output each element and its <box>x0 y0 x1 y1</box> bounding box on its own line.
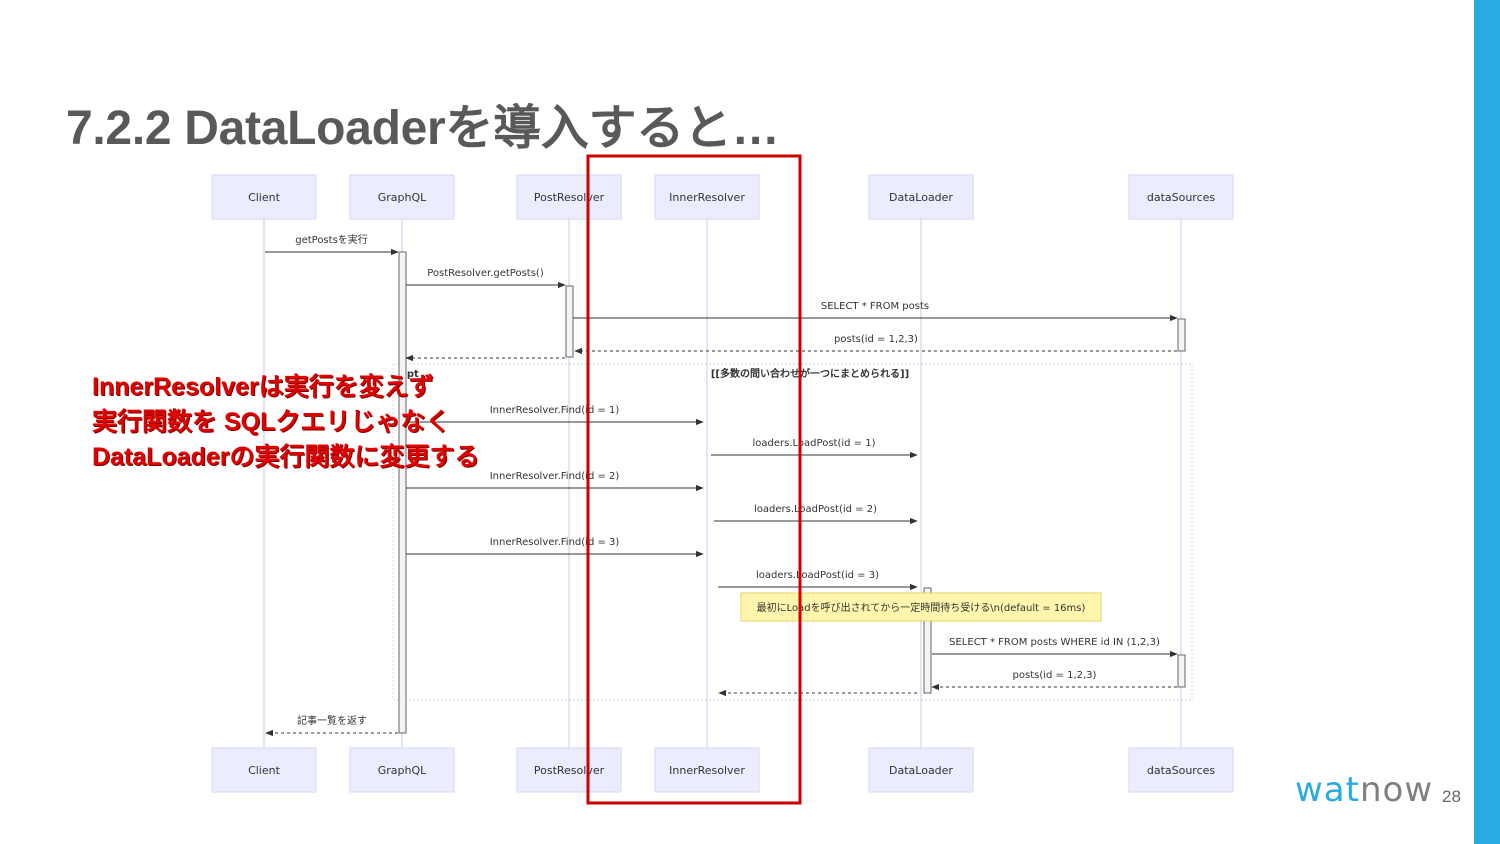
message-label-2: PostResolver.getPosts() <box>427 268 544 279</box>
message-label-7: loaders.LoadPost(id = 1) <box>753 438 876 449</box>
slide-title: 7.2.2 DataLoaderを導入すると… <box>66 102 780 155</box>
message-label-3: SELECT * FROM posts <box>821 301 929 312</box>
actor-box-client-top <box>211 174 317 220</box>
message-label-11: loaders.LoadPost(id = 3) <box>756 570 879 581</box>
actor-box-innerresolver-bottom <box>654 747 760 793</box>
message-label-4: posts(id = 1,2,3) <box>834 334 918 345</box>
message-label-12: SELECT * FROM posts WHERE id IN (1,2,3) <box>949 637 1160 648</box>
page-number: 28 <box>1442 787 1461 806</box>
message-label-10: InnerResolver.Find(id = 3) <box>490 537 620 548</box>
actor-label-dataloader-bottom: DataLoader <box>889 764 953 777</box>
annotation-text: InnerResolverは実行を変えず 実行関数を SQLクエリじゃなく Da… <box>92 370 480 475</box>
actor-box-graphql-bottom <box>349 747 455 793</box>
activation-dataloader <box>923 587 932 694</box>
actor-box-dataloader-top <box>868 174 974 220</box>
actor-box-client-bottom <box>211 747 317 793</box>
actor-box-dataloader-bottom <box>868 747 974 793</box>
highlight-frame-innerresolver <box>586 154 802 805</box>
message-label-6: InnerResolver.Find(id = 1) <box>490 405 620 416</box>
message-label-13: posts(id = 1,2,3) <box>1013 670 1097 681</box>
annotation-line-1: InnerResolverは実行を変えず <box>92 373 434 401</box>
actor-label-innerresolver-top: InnerResolver <box>669 191 745 204</box>
actor-label-datasources-bottom: dataSources <box>1147 764 1216 777</box>
actor-label-postresolver-top: PostResolver <box>534 191 605 204</box>
accent-sidebar <box>1474 0 1500 844</box>
actor-label-innerresolver-bottom: InnerResolver <box>669 764 745 777</box>
annotation-line-3: DataLoaderの実行関数に変更する <box>92 443 480 471</box>
message-label-1: getPostsを実行 <box>295 233 368 246</box>
actor-label-client-top: Client <box>248 191 281 204</box>
opt-condition-label: [[多数の問い合わせが一つにまとめられる]] <box>711 367 909 380</box>
opt-keyword: opt <box>400 369 419 380</box>
actor-label-graphql-bottom: GraphQL <box>378 764 427 777</box>
actor-box-datasources-bottom <box>1128 747 1234 793</box>
annotation-line-2: 実行関数を SQLクエリじゃなく <box>92 408 451 436</box>
watnow-logo: watnow <box>1295 770 1433 810</box>
actor-box-graphql-top <box>349 174 455 220</box>
actor-box-innerresolver-top <box>654 174 760 220</box>
opt-frame <box>392 363 1193 701</box>
note-label: 最初にLoadを呼び出されてから一定時間待ち受ける\n(default = 16… <box>757 601 1086 614</box>
logo-rest-text: now <box>1359 770 1434 810</box>
actor-box-datasources-top <box>1128 174 1234 220</box>
activation-graphql <box>398 251 407 734</box>
actor-label-graphql-top: GraphQL <box>378 191 427 204</box>
actor-label-dataloader-top: DataLoader <box>889 191 953 204</box>
message-label-8: InnerResolver.Find(id = 2) <box>490 471 620 482</box>
actor-box-postresolver-bottom <box>516 747 622 793</box>
actor-label-datasources-top: dataSources <box>1147 191 1216 204</box>
activation-datasources-2 <box>1177 654 1186 688</box>
logo-accent-text: wat <box>1295 770 1360 810</box>
message-label-15: 記事一覧を返す <box>297 714 367 727</box>
actor-label-client-bottom: Client <box>248 764 281 777</box>
activation-postresolver <box>565 285 574 358</box>
actor-label-postresolver-bottom: PostResolver <box>534 764 605 777</box>
activation-datasources-1 <box>1177 318 1186 352</box>
message-label-9: loaders.LoadPost(id = 2) <box>754 504 877 515</box>
actor-box-postresolver-top <box>516 174 622 220</box>
